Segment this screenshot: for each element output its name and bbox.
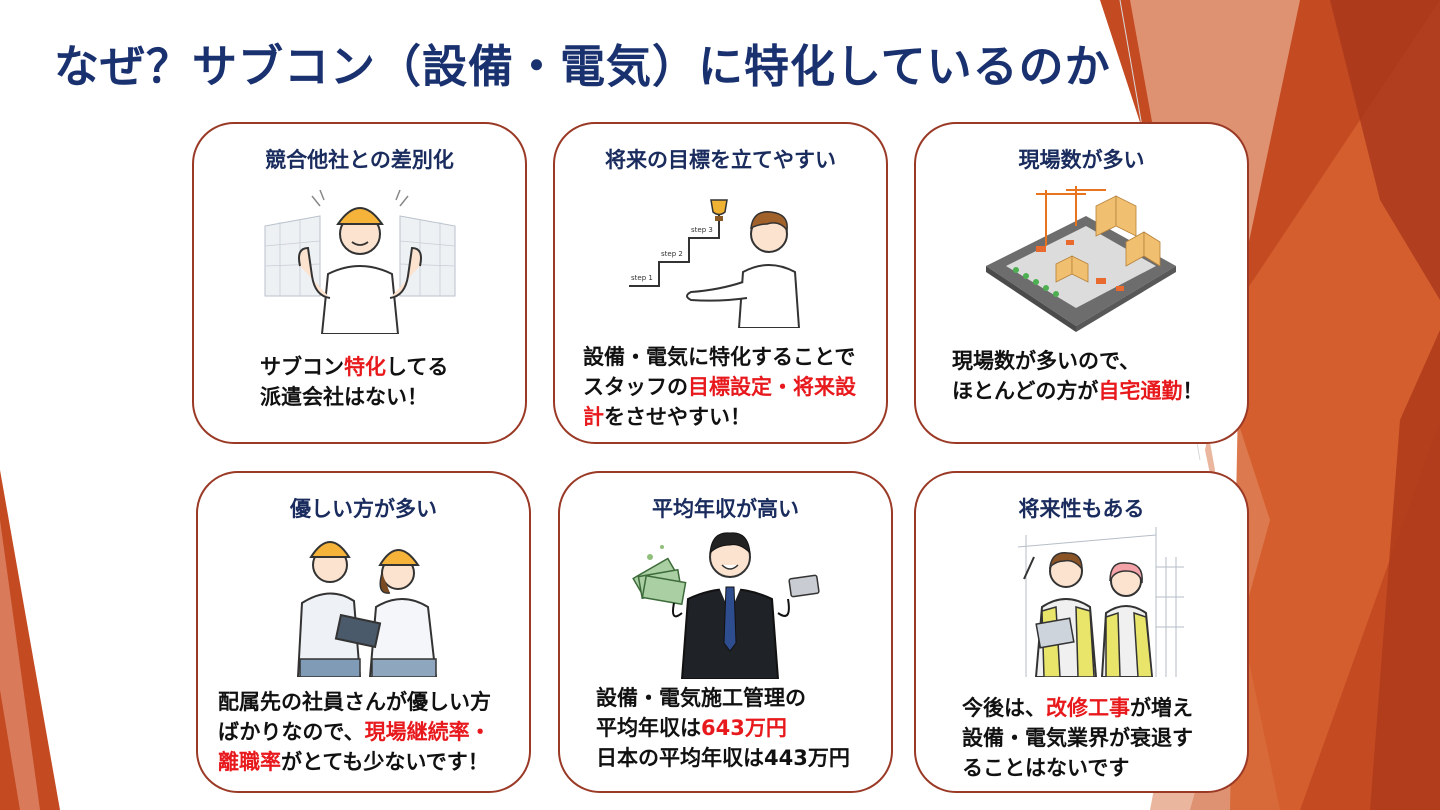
credit-card-icon	[788, 574, 820, 598]
text-segment: してる	[386, 355, 449, 379]
step-1-label: step 1	[631, 274, 653, 282]
card-future-potential: 将来性もある 今後は、改修工事が増え設備・電気業界が衰退することはないです	[914, 471, 1249, 793]
text-segment: 今後は、	[962, 696, 1046, 720]
highlighted-text: 自宅通勤	[1098, 379, 1183, 403]
construction-site-illustration	[986, 186, 1176, 332]
text-segment: 配属先の社員さんが優しい方	[218, 690, 491, 714]
bg-shape-right-stripe	[1370, 330, 1440, 810]
highlighted-text: 改修工事	[1046, 696, 1130, 720]
text-segment: ！	[1182, 379, 1204, 403]
text-line: 設備・電気業界が衰退す	[962, 723, 1193, 753]
card-body-text: サブコン特化してる派遣会社はない！	[260, 352, 448, 412]
text-segment: ほとんどの方が	[952, 379, 1099, 403]
inspectors-illustration	[1017, 527, 1184, 677]
card-differentiation: 競合他社との差別化 サブコン特化してる派遣会社はない！	[192, 122, 527, 444]
text-line: 日本の平均年収は443万円	[596, 743, 850, 773]
highlighted-text: 特化	[344, 355, 386, 379]
text-line: ほとんどの方が自宅通勤！	[952, 376, 1203, 406]
card-body-text: 今後は、改修工事が増え設備・電気業界が衰退することはないです	[962, 693, 1193, 783]
text-line: ばかりなので、現場継続率・	[218, 717, 491, 747]
cash-fan-icon	[632, 557, 687, 606]
sparkle-icon	[647, 545, 664, 560]
text-line: サブコン特化してる	[260, 352, 448, 382]
text-segment: 設備・電気業界が衰退す	[962, 726, 1193, 750]
text-segment: 派遣会社はない！	[260, 385, 428, 409]
text-segment: 現場数が多いので、	[952, 349, 1141, 373]
page-title: なぜ？サブコン（設備・電気）に特化しているのか	[54, 40, 1111, 93]
text-line: スタッフの目標設定・将来設	[583, 372, 856, 402]
card-body-text: 設備・電気に特化することでスタッフの目標設定・将来設計をさせやすい！	[583, 342, 856, 432]
text-segment: 設備・電気施工管理の	[596, 686, 806, 710]
text-line: 配属先の社員さんが優しい方	[218, 687, 491, 717]
card-title: 将来性もある	[1018, 497, 1145, 521]
text-segment: が増え	[1130, 696, 1193, 720]
trophy-icon	[710, 199, 728, 221]
businessman-money-illustration	[632, 532, 820, 679]
text-line: 計をさせやすい！	[583, 402, 856, 432]
highlighted-text: 計	[583, 405, 604, 429]
text-line: 派遣会社はない！	[260, 382, 448, 412]
card-high-income: 平均年収が高い 設備・電気施工管理の平均年収は643万円日本の平均年収は443万…	[558, 471, 893, 793]
highlighted-text: 目標設定・将来設	[688, 375, 856, 399]
card-title: 将来の目標を立てやすい	[605, 148, 836, 172]
text-segment: がとても少ないです！	[281, 750, 489, 774]
highlighted-text: 現場継続率・	[364, 720, 491, 744]
card-many-sites: 現場数が多い 現場数が多いので、ほとんどの方が自宅通勤！	[914, 122, 1249, 444]
highlighted-text: 離職率	[218, 750, 281, 774]
card-body-text: 現場数が多いので、ほとんどの方が自宅通勤！	[952, 346, 1203, 406]
card-title: 競合他社との差別化	[265, 148, 454, 172]
text-line: 平均年収は643万円	[596, 713, 850, 743]
stairs-trophy-illustration: step 1 step 2 step 3	[629, 199, 801, 328]
bg-shape-left-light	[0, 520, 40, 810]
text-line: 設備・電気に特化することで	[583, 342, 856, 372]
text-line: 現場数が多いので、	[952, 346, 1203, 376]
text-segment: 平均年収は	[596, 716, 701, 740]
text-line: ることはないです	[962, 753, 1193, 783]
text-line: 今後は、改修工事が増え	[962, 693, 1193, 723]
step-2-label: step 2	[661, 250, 683, 258]
step-3-label: step 3	[691, 226, 713, 234]
card-body-text: 設備・電気施工管理の平均年収は643万円日本の平均年収は443万円	[596, 683, 850, 773]
highlighted-text: 643万円	[701, 716, 787, 740]
text-segment: 設備・電気に特化することで	[583, 345, 856, 369]
card-career-goals: 将来の目標を立てやすい step 1 step 2 step 3 設備・電気に特…	[553, 122, 888, 444]
card-title: 平均年収が高い	[652, 497, 799, 521]
text-segment: をさせやすい！	[604, 405, 751, 429]
two-workers-tablet-illustration	[296, 541, 438, 677]
text-segment: ばかりなので、	[218, 720, 365, 744]
text-line: 設備・電気施工管理の	[596, 683, 850, 713]
text-line: 離職率がとても少ないです！	[218, 747, 491, 777]
card-kind-people: 優しい方が多い 配属先の社員さんが優しい方ばかりなので、現場継続率・離職率がとて…	[196, 471, 531, 793]
card-title: 優しい方が多い	[290, 497, 437, 521]
card-title: 現場数が多い	[1018, 148, 1145, 172]
text-segment: サブコン	[260, 355, 344, 379]
text-segment: 日本の平均年収は443万円	[596, 746, 850, 770]
card-body-text: 配属先の社員さんが優しい方ばかりなので、現場継続率・離職率がとても少ないです！	[218, 687, 491, 777]
bg-shape-right-dark	[1330, 0, 1440, 300]
worker-thumbs-up-illustration	[264, 189, 456, 334]
text-segment: スタッフの	[583, 375, 688, 399]
text-segment: ることはないです	[962, 756, 1130, 780]
